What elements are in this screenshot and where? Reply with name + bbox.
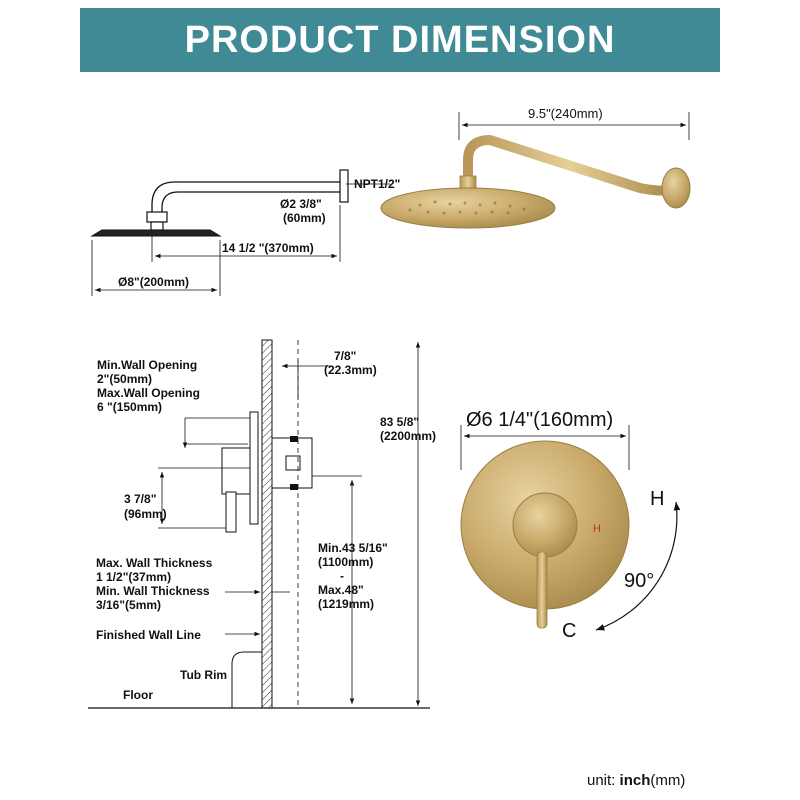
finished-wall-line-label: Finished Wall Line <box>96 628 201 642</box>
min-wall-thickness-label: Min. Wall Thickness <box>96 584 210 598</box>
max-wall-opening-value: 6 "(150mm) <box>97 400 162 414</box>
trim-diameter-label: Ø6 1/4"(160mm) <box>466 409 613 431</box>
min-wall-thickness-value: 3/16"(5mm) <box>96 598 161 612</box>
valve-height-min-mm-label: (1100mm) <box>318 555 373 569</box>
unit-legend: unit: inch(mm) <box>587 772 685 789</box>
hot-label: H <box>650 488 664 510</box>
flange-diameter-label: Ø2 3/8" <box>280 197 322 211</box>
tub-rim-label: Tub Rim <box>180 668 227 682</box>
min-wall-opening-value: 2"(50mm) <box>97 372 152 386</box>
title-banner: PRODUCT DIMENSION <box>80 8 720 72</box>
trim-plate-view: Ø6 1/4"(160mm) H H 90° C <box>460 409 681 642</box>
head-diameter-label: Ø8"(200mm) <box>118 275 189 289</box>
handle-offset-label: 3 7/8" <box>124 492 156 506</box>
valve-height-separator: - <box>340 569 344 583</box>
cold-label: C <box>562 620 576 642</box>
valve-height-max-label: Max.48" <box>318 583 364 597</box>
unit-alt: (mm) <box>650 772 686 789</box>
valve-height-min-label: Min.43 5/16" <box>318 541 388 555</box>
valve-height-max-mm-label: (1219mm) <box>318 597 374 611</box>
page-title: PRODUCT DIMENSION <box>184 18 616 61</box>
floor-label: Floor <box>123 688 153 702</box>
shower-head-photo: 9.5"(240mm) <box>380 106 691 229</box>
arm-length-label: 14 1/2 "(370mm) <box>222 241 314 255</box>
rotation-label: 90° <box>624 570 654 592</box>
shower-head-side-view: NPT1/2" Ø2 3/8" (60mm) 14 1/2 "(370mm) Ø… <box>90 169 400 296</box>
handle-offset-mm-label: (96mm) <box>124 507 167 521</box>
unit-value: inch <box>619 772 651 789</box>
min-wall-opening-label: Min.Wall Opening <box>97 358 197 372</box>
max-wall-thickness-value: 1 1/2"(37mm) <box>96 570 171 584</box>
thread-size-label: NPT1/2" <box>354 177 400 191</box>
flange-diameter-mm-label: (60mm) <box>283 211 326 225</box>
unit-label: unit: <box>587 772 616 789</box>
valve-handle-knob <box>512 492 578 558</box>
max-wall-opening-label: Max.Wall Opening <box>97 386 200 400</box>
valve-section-view: Min.Wall Opening 2"(50mm) Max.Wall Openi… <box>88 339 436 709</box>
overall-height-mm-label: (2200mm) <box>380 429 436 443</box>
depth-label: 7/8" <box>334 349 356 363</box>
depth-mm-label: (22.3mm) <box>324 363 377 377</box>
hot-mark: H <box>593 523 601 535</box>
overall-height-label: 83 5/8" <box>380 415 419 429</box>
valve-handle-lever <box>536 551 548 629</box>
max-wall-thickness-label: Max. Wall Thickness <box>96 556 213 570</box>
arm-reach-label: 9.5"(240mm) <box>528 106 603 121</box>
